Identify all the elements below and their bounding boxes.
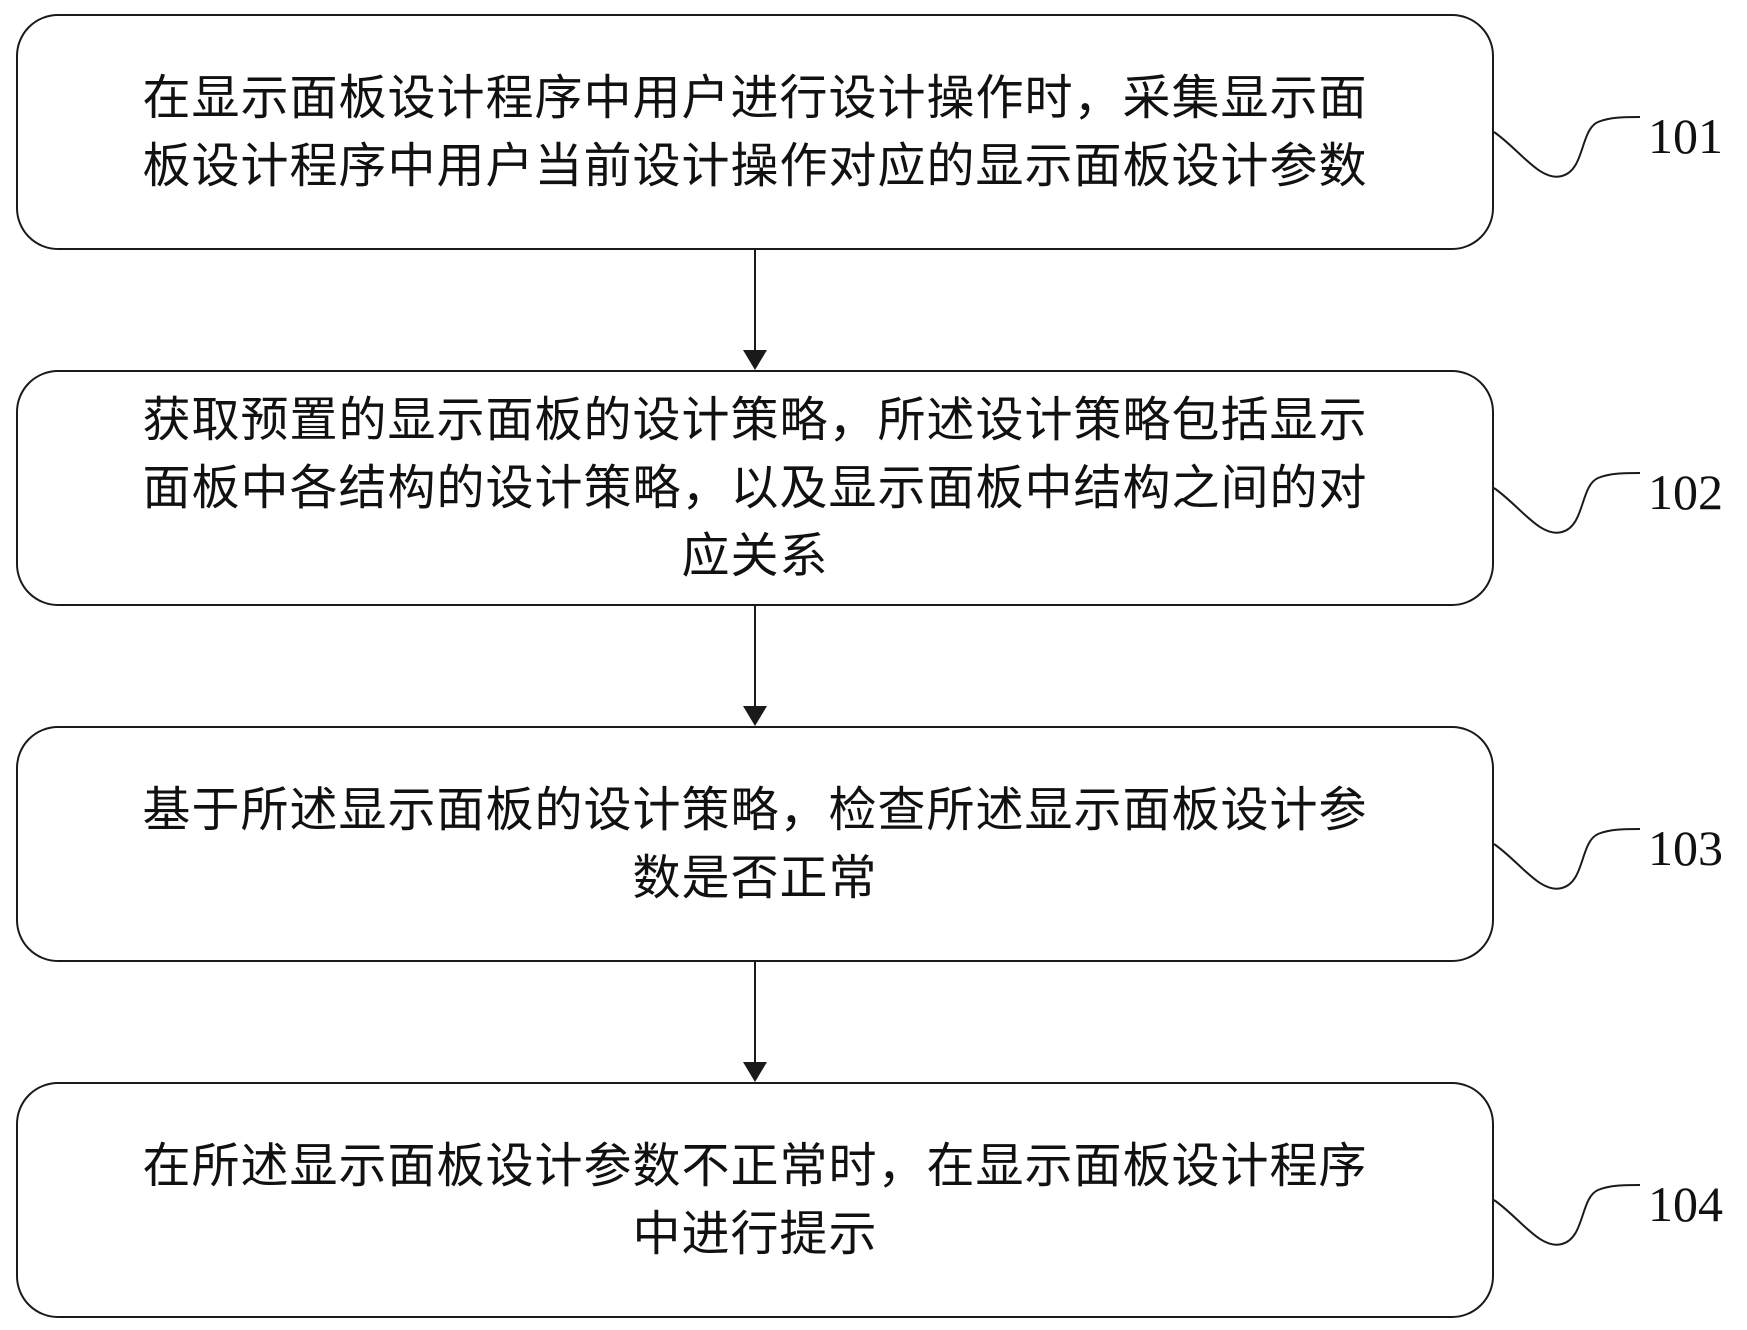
step-box-102: 获取预置的显示面板的设计策略，所述设计策略包括显示 面板中各结构的设计策略，以及…: [16, 370, 1494, 606]
step-text-101: 在显示面板设计程序中用户进行设计操作时，采集显示面 板设计程序中用户当前设计操作…: [142, 64, 1367, 200]
step-box-103: 基于所述显示面板的设计策略，检查所述显示面板设计参 数是否正常: [16, 726, 1494, 962]
step-101-line-2: 板设计程序中用户当前设计操作对应的显示面板设计参数: [142, 138, 1368, 194]
step-103-line-2: 数是否正常: [632, 850, 878, 906]
step-box-101: 在显示面板设计程序中用户进行设计操作时，采集显示面 板设计程序中用户当前设计操作…: [16, 14, 1494, 250]
step-104-line-1: 在所述显示面板设计参数不正常时，在显示面板设计程序: [142, 1138, 1368, 1194]
leader-curve-103: [1493, 828, 1641, 890]
step-label-101: 101: [1648, 108, 1723, 164]
step-box-104: 在所述显示面板设计参数不正常时，在显示面板设计程序 中进行提示: [16, 1082, 1494, 1318]
step-text-104: 在所述显示面板设计参数不正常时，在显示面板设计程序 中进行提示: [142, 1132, 1367, 1268]
step-label-103: 103: [1648, 820, 1723, 876]
leader-curve-104: [1493, 1184, 1641, 1246]
step-103-line-1: 基于所述显示面板的设计策略，检查所述显示面板设计参: [142, 782, 1368, 838]
step-text-103: 基于所述显示面板的设计策略，检查所述显示面板设计参 数是否正常: [142, 776, 1367, 912]
step-102-line-1: 获取预置的显示面板的设计策略，所述设计策略包括显示: [142, 392, 1368, 448]
step-101-line-1: 在显示面板设计程序中用户进行设计操作时，采集显示面: [142, 70, 1368, 126]
step-label-104: 104: [1648, 1176, 1723, 1232]
leader-curve-101: [1493, 116, 1641, 178]
step-102-line-3: 应关系: [681, 528, 829, 584]
step-text-102: 获取预置的显示面板的设计策略，所述设计策略包括显示 面板中各结构的设计策略，以及…: [142, 386, 1367, 590]
step-104-line-2: 中进行提示: [632, 1206, 878, 1262]
step-label-102: 102: [1648, 464, 1723, 520]
step-102-line-2: 面板中各结构的设计策略，以及显示面板中结构之间的对: [142, 460, 1368, 516]
leader-curve-102: [1493, 472, 1641, 534]
arrow-102-to-103: [743, 606, 767, 726]
arrow-101-to-102: [743, 250, 767, 370]
arrow-103-to-104: [743, 962, 767, 1082]
